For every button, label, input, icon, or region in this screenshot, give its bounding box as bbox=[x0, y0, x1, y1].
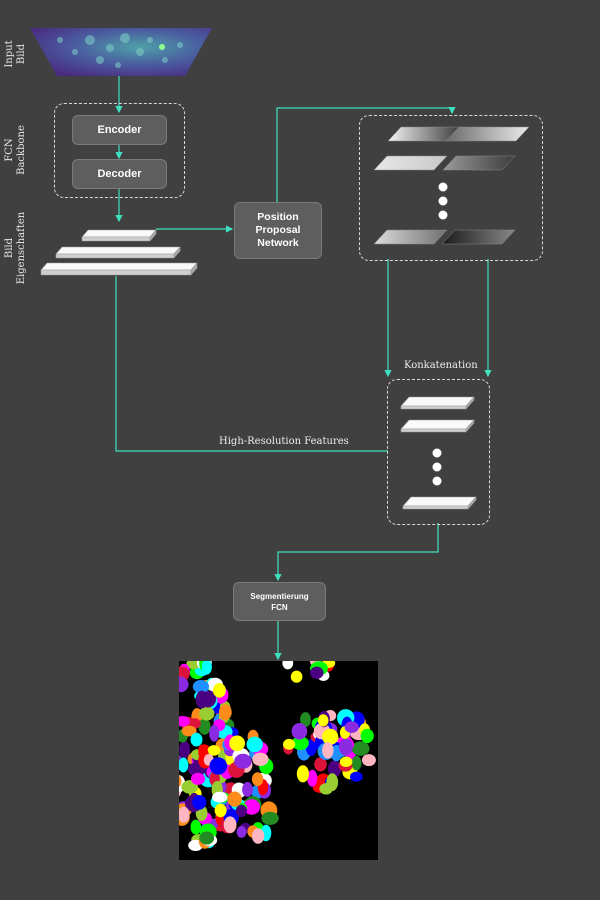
segmented-cell bbox=[212, 683, 226, 698]
encoder-box: Encoder bbox=[72, 115, 167, 145]
segmented-cell bbox=[339, 738, 353, 756]
segmented-cell bbox=[314, 757, 327, 772]
segmented-cell bbox=[350, 771, 363, 782]
segmented-cell bbox=[339, 756, 353, 767]
segmented-cell bbox=[179, 715, 190, 727]
connectors bbox=[115, 76, 492, 661]
segmented-cell bbox=[223, 816, 237, 834]
segmented-cell bbox=[179, 740, 190, 759]
segmented-cell bbox=[327, 760, 342, 778]
encoder-label: Encoder bbox=[97, 124, 142, 136]
segmented-cell bbox=[310, 666, 324, 679]
segmented-cell bbox=[199, 831, 215, 845]
segmented-cell bbox=[296, 765, 309, 783]
segmented-cell bbox=[236, 826, 247, 838]
segmented-cell bbox=[322, 742, 334, 759]
segmented-cell bbox=[201, 661, 212, 675]
segmented-cell bbox=[282, 661, 294, 670]
segmented-cell bbox=[326, 773, 339, 792]
segmentation-output-image bbox=[179, 661, 378, 860]
image-feature-stack bbox=[40, 229, 198, 276]
segmentation-fcn-box: Segmentierung FCN bbox=[233, 582, 326, 621]
concatenated-features bbox=[400, 396, 477, 510]
segmented-cell bbox=[186, 661, 201, 670]
segmented-cell bbox=[252, 752, 269, 766]
segmentation-fcn-label: Segmentierung FCN bbox=[250, 591, 309, 612]
segmented-cell bbox=[235, 804, 247, 818]
ellipsis-dots-top bbox=[438, 182, 448, 220]
segmented-cell bbox=[199, 706, 215, 721]
segmented-cell bbox=[192, 795, 207, 810]
segmented-cell bbox=[214, 803, 227, 818]
konkatenation-label: Konkatenation bbox=[404, 360, 478, 371]
segmented-cell bbox=[195, 690, 208, 709]
segmented-cell bbox=[179, 806, 190, 823]
segmented-cell bbox=[283, 738, 296, 750]
segmented-cell bbox=[251, 828, 265, 844]
segmented-cell bbox=[179, 757, 189, 773]
ellipsis-dots-bottom bbox=[432, 448, 442, 486]
segmented-cell bbox=[300, 712, 311, 728]
segmented-cell bbox=[351, 741, 370, 756]
segmented-cell bbox=[291, 723, 308, 740]
segmented-cell bbox=[179, 775, 182, 788]
decoder-box: Decoder bbox=[72, 159, 167, 189]
segmented-cell bbox=[242, 782, 253, 797]
decoder-label: Decoder bbox=[97, 168, 142, 180]
proposal-features-group bbox=[359, 115, 543, 261]
segmented-cell bbox=[209, 757, 228, 775]
segmented-cell bbox=[344, 721, 359, 733]
fcn-backbone-group bbox=[54, 103, 185, 198]
segmented-cell bbox=[351, 755, 362, 771]
segmented-cell bbox=[261, 811, 279, 825]
segmented-cell bbox=[360, 728, 374, 744]
segmented-cell bbox=[190, 772, 206, 785]
ppn-label: Position Proposal Network bbox=[255, 211, 301, 249]
segmented-cell bbox=[181, 725, 197, 737]
segmented-cell bbox=[290, 670, 303, 683]
segmented-cell bbox=[179, 677, 181, 688]
segmented-cell bbox=[229, 735, 246, 752]
segmented-cell bbox=[218, 704, 232, 721]
segmented-cell bbox=[190, 819, 202, 835]
segmented-cell bbox=[209, 724, 220, 742]
segmented-cell bbox=[243, 799, 261, 815]
segmented-cell bbox=[322, 728, 339, 746]
input-image bbox=[30, 28, 212, 76]
segmented-cell bbox=[192, 680, 209, 694]
segmented-cell bbox=[207, 745, 221, 756]
segmented-cell bbox=[361, 754, 376, 767]
segmented-cell bbox=[251, 772, 264, 787]
segmented-cell bbox=[179, 676, 189, 693]
proposal-feature-maps bbox=[373, 126, 530, 245]
concatenation-group bbox=[387, 379, 490, 525]
segmented-cell bbox=[212, 791, 228, 803]
segmented-cell bbox=[246, 736, 263, 753]
segmented-cell bbox=[190, 732, 203, 747]
segmented-cell bbox=[198, 718, 211, 735]
position-proposal-network-box: Position Proposal Network bbox=[234, 202, 322, 259]
segmented-cell bbox=[317, 714, 329, 727]
segmented-cell bbox=[234, 753, 252, 769]
high-resolution-features-label: High-Resolution Features bbox=[219, 436, 349, 447]
segmented-cell bbox=[227, 791, 242, 807]
segmented-cell bbox=[291, 736, 309, 750]
segmented-cell bbox=[307, 769, 318, 787]
